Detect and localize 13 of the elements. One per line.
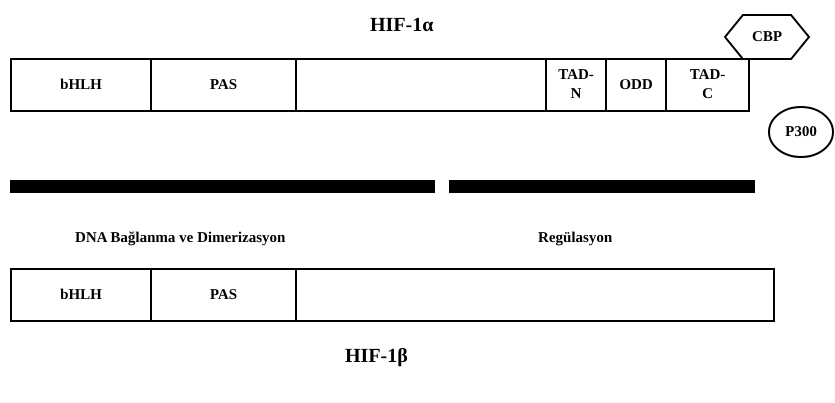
- hexagon-shape: CBP: [724, 14, 810, 60]
- domain-box: PAS: [150, 268, 297, 322]
- domain-box: bHLH: [10, 58, 152, 112]
- domain-box: ODD: [605, 58, 667, 112]
- ellipse-shape: P300: [768, 106, 834, 158]
- region-label: DNA Bağlanma ve Dimerizasyon: [75, 230, 286, 247]
- protein-title: HIF-1α: [370, 14, 434, 37]
- protein-title: HIF-1β: [345, 345, 408, 368]
- domain-box: bHLH: [10, 268, 152, 322]
- domain-box: PAS: [150, 58, 297, 112]
- region-label: Regülasyon: [538, 230, 612, 247]
- domain-box: TAD-C: [665, 58, 750, 112]
- domain-box: TAD-N: [545, 58, 607, 112]
